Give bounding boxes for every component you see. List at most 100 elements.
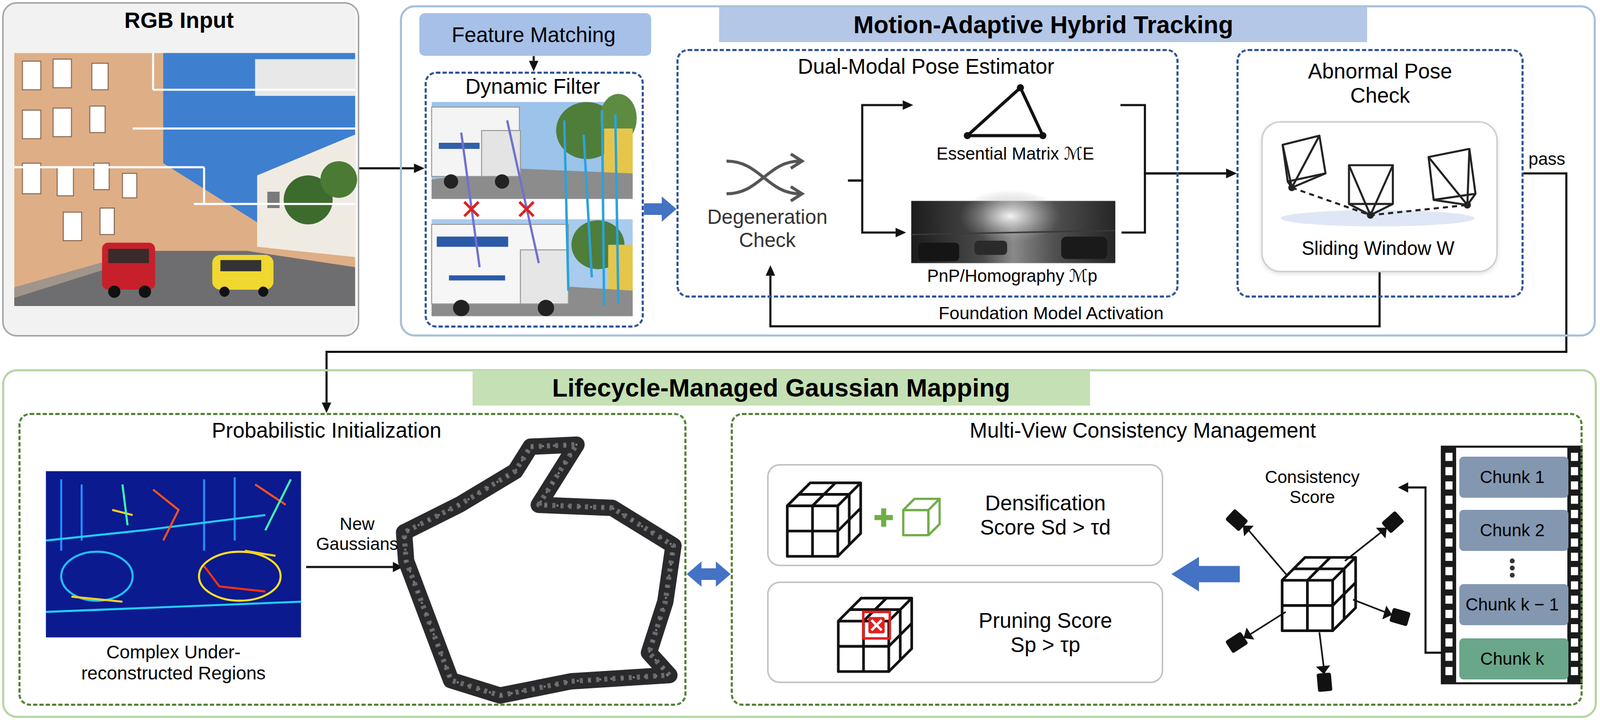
- arrowhead: [895, 227, 907, 238]
- method-node: Essential Matrix ℳE: [913, 81, 1121, 170]
- connector: [528, 56, 539, 72]
- panel-title: RGB Input: [2, 7, 357, 34]
- film-strip: [1445, 453, 1454, 461]
- chunk-label: Chunk 1: [1459, 467, 1566, 488]
- connector: [848, 100, 914, 181]
- matching-images: [431, 93, 637, 317]
- connector: [643, 196, 677, 222]
- consistency-cube: [1382, 605, 1395, 622]
- consistency-cube: [1316, 665, 1331, 675]
- connector-line: [326, 173, 1567, 403]
- point-cloud: [404, 444, 674, 696]
- edge-label: pass: [1526, 149, 1568, 170]
- densify-icon: [902, 498, 940, 536]
- street-image-stack: [14, 53, 358, 307]
- consistency-cube: [1376, 511, 1405, 539]
- street-image-stack: [267, 191, 280, 209]
- connector: [686, 561, 731, 587]
- flow-arrow: [1171, 556, 1241, 592]
- chunk-arrow: [1398, 482, 1442, 653]
- matching-images: [604, 128, 633, 180]
- node-label: Degeneration Check: [689, 205, 845, 252]
- film-strip: [1445, 481, 1454, 490]
- matching-images: [494, 174, 509, 189]
- film-strip: [1571, 652, 1579, 661]
- chunk-label: Chunk 2: [1459, 520, 1566, 541]
- triangle-symbol: [963, 84, 1047, 140]
- street-image-stack: [219, 286, 230, 297]
- street-image-stack: [212, 254, 274, 290]
- consistency-cube: [1345, 530, 1384, 562]
- camera-window: [1280, 135, 1476, 227]
- connector-line: [1120, 104, 1227, 174]
- densify-icon: [880, 508, 887, 527]
- image-caption: Complex Under-reconstructed Regions: [71, 641, 276, 685]
- matching-images: [564, 120, 569, 291]
- matching-images: [602, 110, 605, 307]
- heatmap-image: [153, 484, 287, 541]
- node-label: Sliding Window W: [1261, 237, 1496, 260]
- arrowhead: [1225, 168, 1237, 179]
- street-image-stack: [320, 161, 358, 199]
- consistency-cube: [1238, 520, 1254, 537]
- matching-images: [438, 142, 480, 150]
- street-image-stack: [22, 61, 42, 90]
- arrowhead: [528, 61, 539, 72]
- film-strip: [1571, 495, 1579, 504]
- heatmap-image: [203, 566, 265, 592]
- film-strip: [1571, 509, 1579, 518]
- camera-window: [1282, 135, 1326, 189]
- street-image-stack: [53, 59, 72, 88]
- prune-icon: [868, 616, 885, 634]
- matching-images: [448, 275, 506, 281]
- block-arrow: [686, 561, 731, 587]
- node-label: Essential Matrix ℳE: [913, 143, 1117, 164]
- consistency-cube: [1224, 508, 1254, 537]
- score-box: Densification Score Sd > τd: [767, 464, 1164, 567]
- consistency-cube: [1239, 627, 1255, 645]
- arrowhead: [765, 264, 775, 276]
- panel-ground: [2, 2, 357, 337]
- film-strip: [1445, 638, 1454, 647]
- consistency-cube: [1224, 508, 1411, 693]
- matching-images: [460, 120, 539, 268]
- film-strip: [1445, 524, 1454, 533]
- camera-window: [1291, 187, 1468, 215]
- chunk-arrow: [1407, 487, 1442, 654]
- film-strip: [1571, 595, 1579, 604]
- film-strip: [1571, 467, 1579, 476]
- consistency-cube: [1316, 672, 1333, 693]
- street-image-stack: [91, 63, 109, 90]
- street-image-stack: [220, 260, 261, 272]
- matching-images: [507, 120, 539, 263]
- chunk-box: Chunk k − 1: [1459, 584, 1569, 625]
- matching-images: [460, 132, 480, 268]
- arrowhead: [1225, 168, 1237, 179]
- connector-line: [532, 56, 535, 62]
- film-strip: [1571, 453, 1579, 461]
- point-cloud: [404, 444, 674, 696]
- film-strip: [1445, 552, 1454, 561]
- annotation: New Gaussians: [306, 514, 409, 555]
- chunk-box: Chunk 1: [1459, 456, 1569, 498]
- film-strip: [1509, 565, 1515, 571]
- matching-images: [464, 201, 534, 217]
- matching-images: [520, 249, 569, 304]
- consistency-cube: [1389, 607, 1411, 627]
- module-box: Multi-View Consistency ManagementDensifi…: [730, 413, 1583, 706]
- depth-image: [959, 189, 1062, 243]
- triangle-symbol: [1016, 84, 1025, 92]
- matching-images: [519, 201, 534, 217]
- matching-images: [519, 201, 534, 217]
- camera-window: [1428, 149, 1476, 205]
- connector: [321, 173, 1567, 414]
- prune-icon: [871, 620, 882, 631]
- box-title: Probabilistic Initialization: [140, 418, 513, 443]
- film-strip: [1445, 666, 1454, 675]
- new-gaussians-arrow: [306, 566, 395, 569]
- connector: [359, 163, 425, 173]
- panel-title-band: Lifecycle-Managed Gaussian Mapping: [472, 370, 1091, 406]
- prune-icon: [838, 598, 912, 672]
